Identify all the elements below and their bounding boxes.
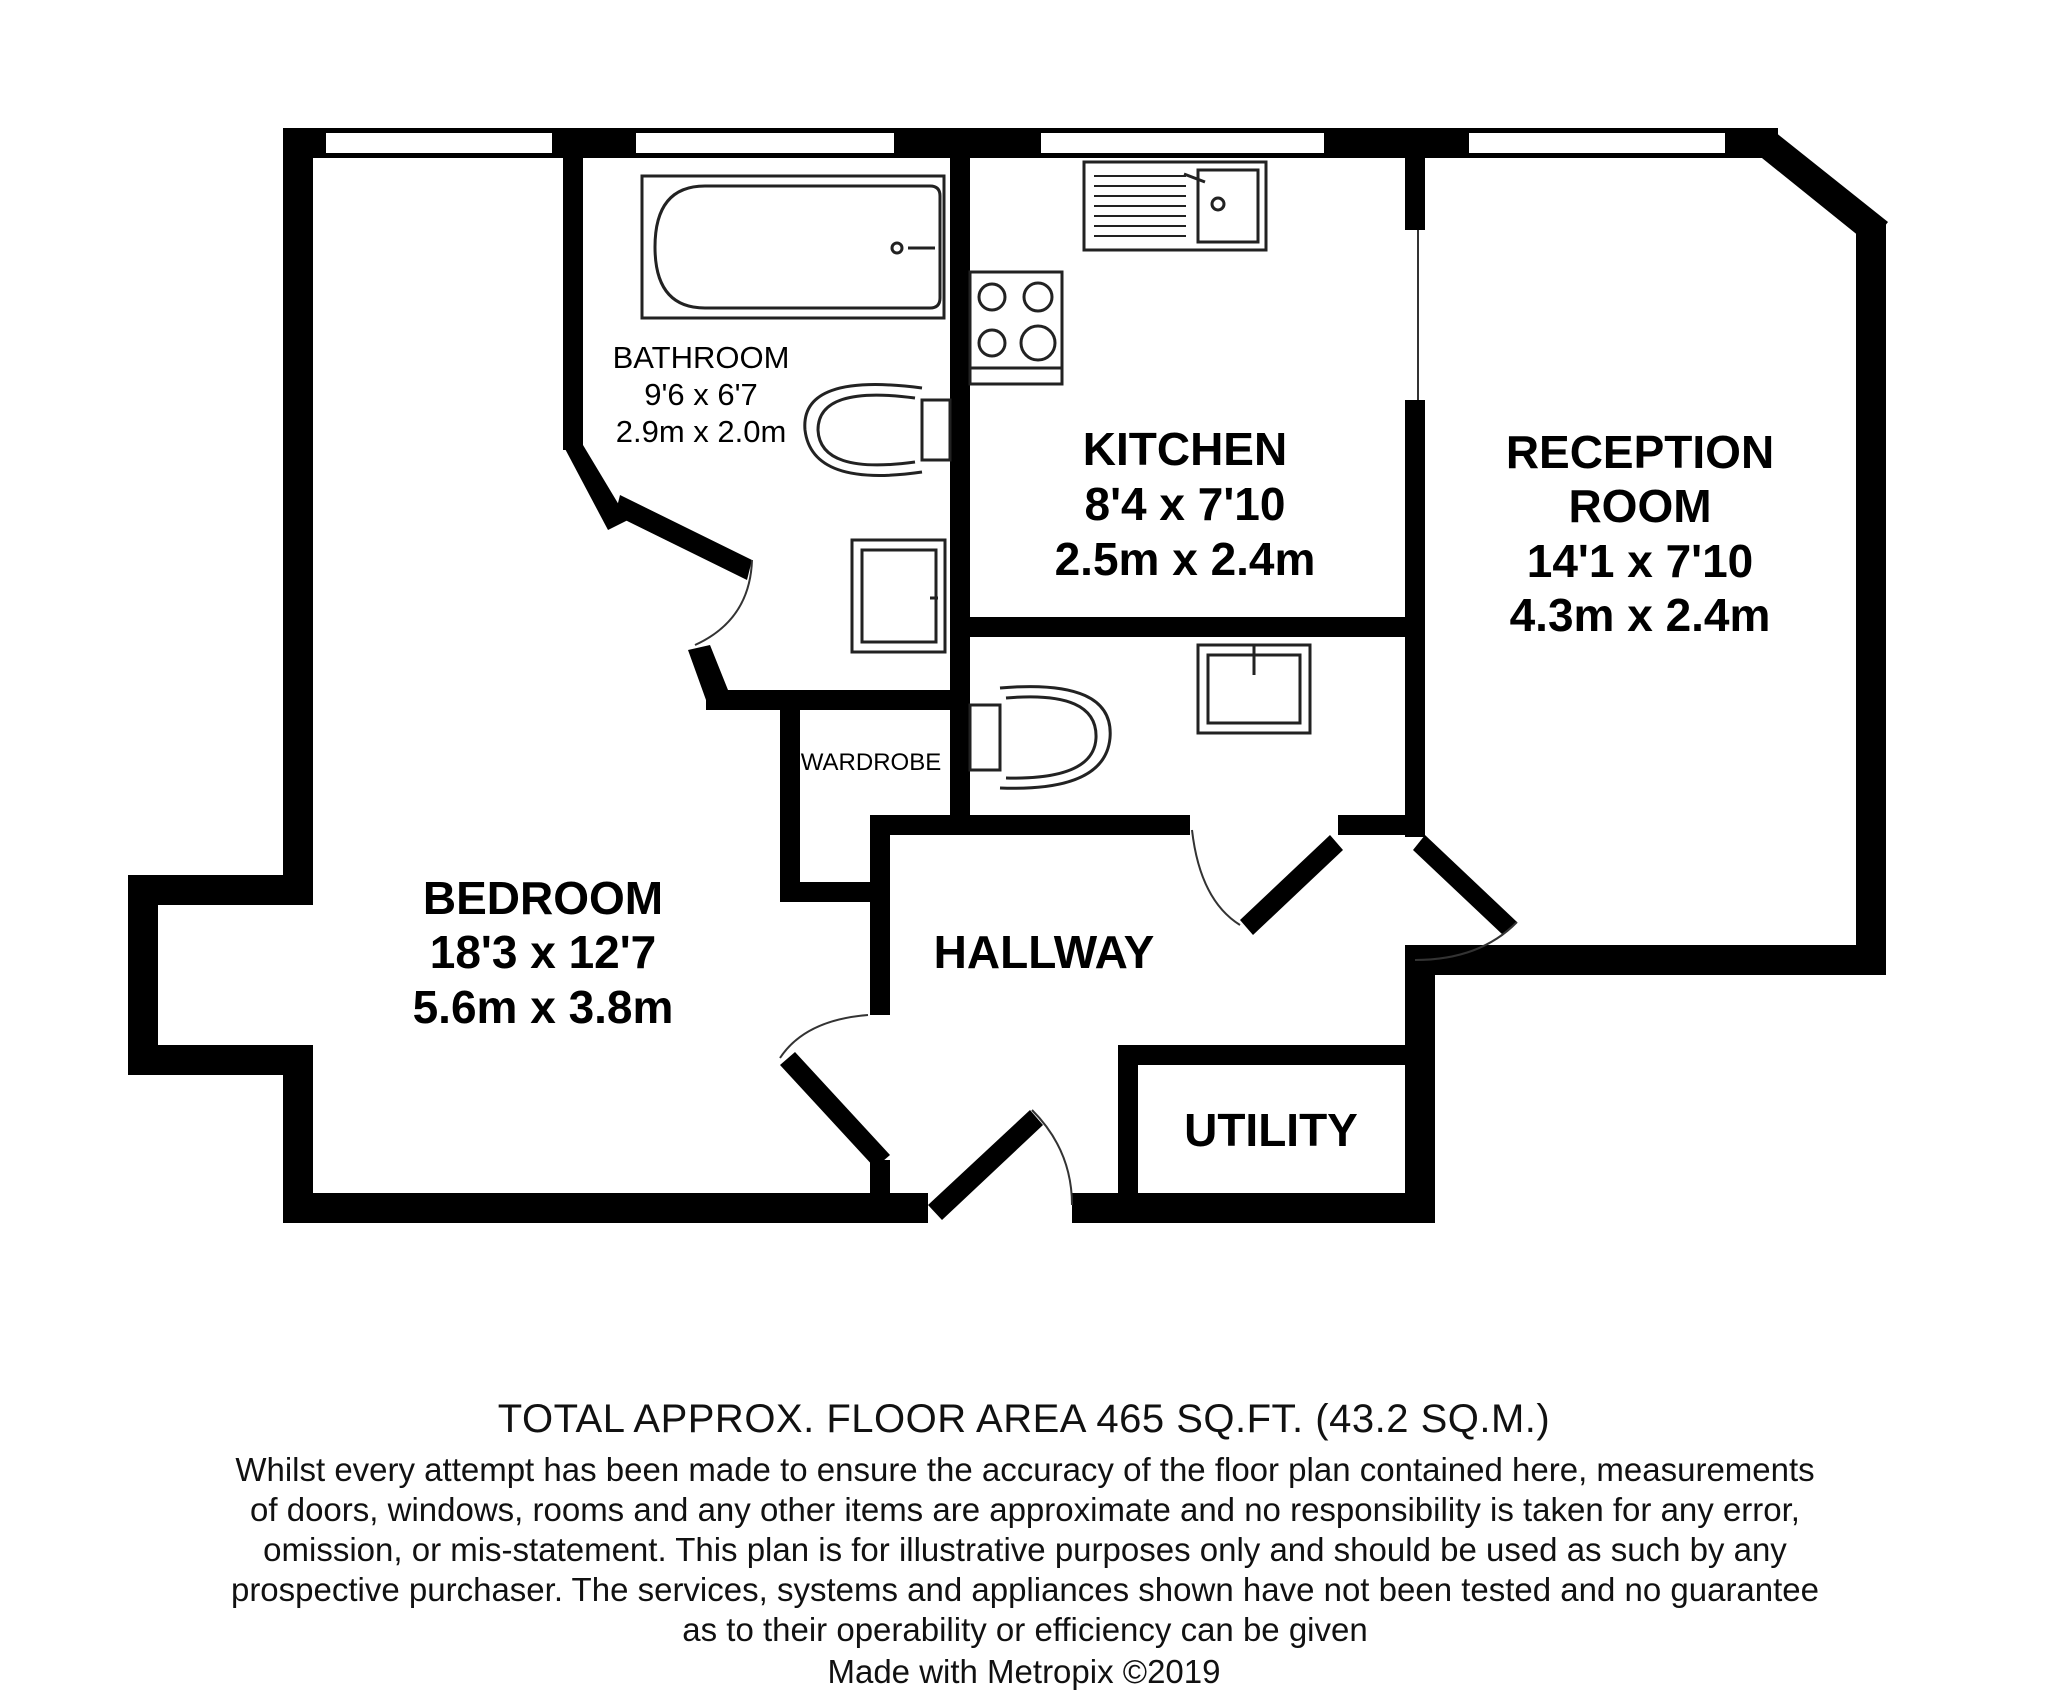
hallway-name: HALLWAY	[934, 926, 1155, 978]
kitchen-sink	[1082, 160, 1268, 252]
cloakroom-toilet	[968, 685, 1112, 790]
walls	[128, 128, 1888, 1223]
bathtub	[640, 174, 946, 320]
bedroom-metric: 5.6m x 3.8m	[413, 981, 674, 1033]
bathroom-metric: 2.9m x 2.0m	[616, 414, 787, 449]
kitchen-metric: 2.5m x 2.4m	[1055, 533, 1316, 585]
bathroom-name: BATHROOM	[613, 340, 790, 375]
bedroom-name: BEDROOM	[423, 872, 663, 924]
reception-name-line1: RECEPTION	[1506, 426, 1774, 478]
reception-name-line2: ROOM	[1568, 480, 1711, 532]
reception-metric: 4.3m x 2.4m	[1510, 589, 1771, 641]
bathroom-toilet	[803, 383, 952, 477]
bathroom-basin	[850, 538, 947, 654]
windows	[324, 131, 1727, 155]
utility-name: UTILITY	[1184, 1104, 1358, 1156]
room-labels: BATHROOM 9'6 x 6'7 2.9m x 2.0m KITCHEN 8…	[413, 340, 1775, 1156]
cloakroom-basin	[1196, 643, 1312, 735]
reception-imperial: 14'1 x 7'10	[1527, 535, 1754, 587]
disclaimer-text: Whilst every attempt has been made to en…	[230, 1451, 1820, 1648]
kitchen-imperial: 8'4 x 7'10	[1085, 478, 1286, 530]
door-swings	[694, 230, 1518, 1206]
total-floor-area: TOTAL APPROX. FLOOR AREA 465 SQ.FT. (43.…	[497, 1397, 1551, 1441]
credit-text: Made with Metropix ©2019	[827, 1653, 1221, 1690]
bathroom-imperial: 9'6 x 6'7	[644, 377, 758, 412]
wardrobe-name: WARDROBE	[801, 749, 941, 776]
bedroom-imperial: 18'3 x 12'7	[430, 926, 657, 978]
kitchen-name: KITCHEN	[1083, 423, 1287, 475]
kitchen-hob	[968, 270, 1064, 386]
